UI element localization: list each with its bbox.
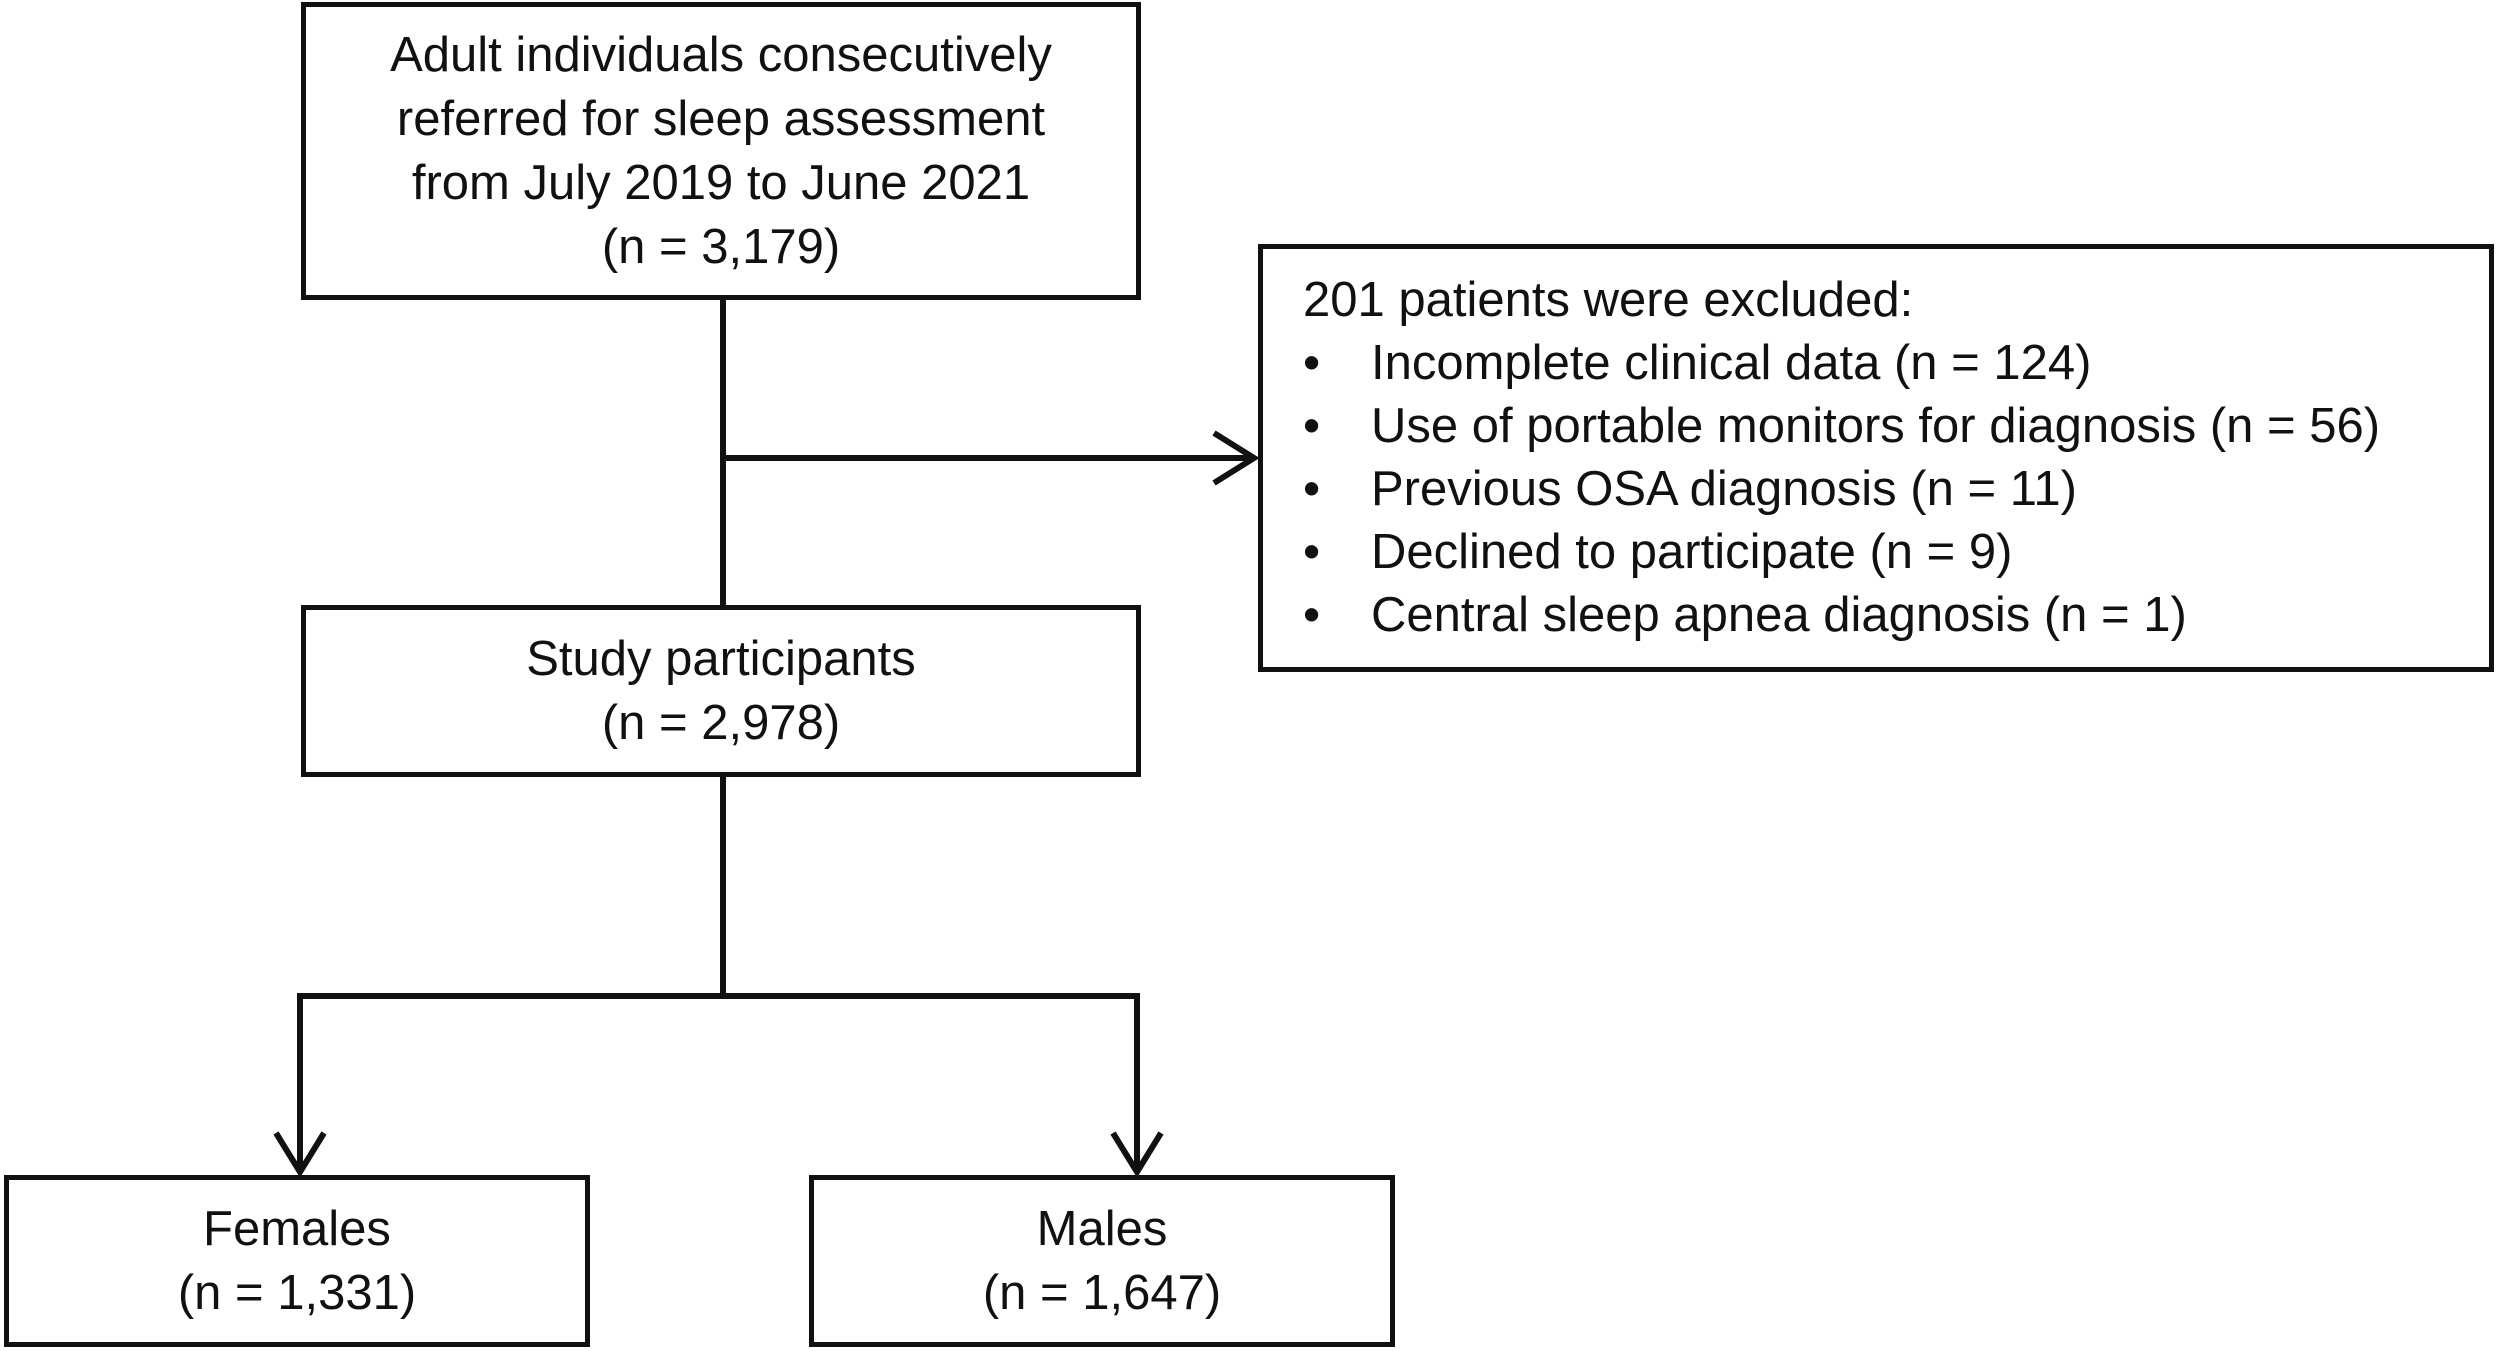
females-label: Females	[203, 1202, 391, 1256]
bullet-icon: •	[1303, 462, 1321, 516]
referred-count: (n = 3,179)	[601, 220, 841, 274]
referred-line-2: referred for sleep assessment	[396, 92, 1046, 146]
arrowhead-males	[1110, 1131, 1164, 1178]
excluded-item-label: Incomplete clinical data (n = 124)	[1371, 336, 2092, 390]
excluded-item-label: Central sleep apnea diagnosis (n = 1)	[1371, 588, 2187, 642]
participants-box: Study participants (n = 2,978)	[301, 605, 1141, 777]
males-box: Males (n = 1,647)	[809, 1175, 1395, 1347]
bullet-icon: •	[1303, 525, 1321, 579]
excluded-item: • Declined to participate (n = 9)	[1303, 521, 2380, 584]
excluded-item-label: Use of portable monitors for diagnosis (…	[1371, 399, 2381, 453]
excluded-box: 201 patients were excluded: • Incomplete …	[1258, 244, 2494, 672]
referred-line-3: from July 2019 to June 2021	[411, 156, 1031, 210]
excluded-item: • Central sleep apnea diagnosis (n = 1)	[1303, 584, 2380, 647]
excluded-item-label: Previous OSA diagnosis (n = 11)	[1371, 462, 2077, 516]
females-count: (n = 1,331)	[177, 1266, 417, 1320]
excluded-item: • Use of portable monitors for diagnosis …	[1303, 395, 2380, 458]
excluded-item: • Previous OSA diagnosis (n = 11)	[1303, 458, 2380, 521]
excluded-list: • Incomplete clinical data (n = 124) • Use…	[1303, 332, 2380, 647]
participants-label: Study participants	[526, 632, 916, 686]
referred-line-1: Adult individuals consecutively	[390, 28, 1052, 82]
excluded-item: • Incomplete clinical data (n = 124)	[1303, 332, 2380, 395]
excluded-heading: 201 patients were excluded:	[1303, 273, 1914, 327]
bullet-icon: •	[1303, 399, 1321, 453]
males-label: Males	[1036, 1202, 1168, 1256]
excluded-item-label: Declined to participate (n = 9)	[1371, 525, 2013, 579]
participants-count: (n = 2,978)	[601, 696, 841, 750]
referred-box: Adult individuals consecutively referred…	[301, 2, 1141, 300]
females-box: Females (n = 1,331)	[4, 1175, 590, 1347]
bullet-icon: •	[1303, 336, 1321, 390]
arrowhead-excluded	[1212, 430, 1260, 486]
arrowhead-females	[273, 1131, 327, 1178]
bullet-icon: •	[1303, 588, 1321, 642]
males-count: (n = 1,647)	[982, 1266, 1222, 1320]
